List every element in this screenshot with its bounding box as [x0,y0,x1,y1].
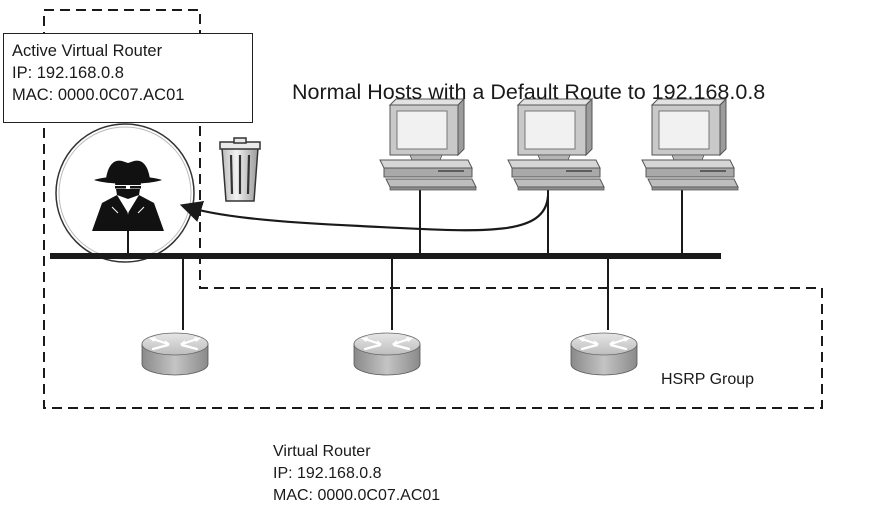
attacker-icon [92,160,164,231]
lan-segment [50,253,721,259]
active-router-mac: MAC: 0000.0C07.AC01 [12,86,185,104]
virtual-router-mac: MAC: 0000.0C07.AC01 [273,487,441,504]
host-pc-2 [507,98,605,253]
traffic-arrow [179,195,550,232]
virtual-router-title: Virtual Router [273,443,371,460]
router-1 [140,331,210,377]
host-pc-1 [379,98,477,253]
virtual-router-caption: Virtual Router IP: 192.168.0.8 MAC: 0000… [273,441,440,507]
active-router-title: Active Virtual Router [12,42,163,60]
hsrp-group-label: HSRP Group [661,371,755,388]
host-pc-3 [641,98,739,253]
virtual-router-ip: IP: 192.168.0.8 [273,465,382,482]
trash-can-icon [219,137,261,202]
router-2 [352,331,422,377]
hosts-title: Normal Hosts with a Default Route to 192… [292,80,766,104]
hsrp-group-boundary [43,9,823,409]
active-router-ip: IP: 192.168.0.8 [12,64,124,82]
router-3 [569,331,639,377]
active-router-callout: Active Virtual Router IP: 192.168.0.8 MA… [3,33,253,123]
